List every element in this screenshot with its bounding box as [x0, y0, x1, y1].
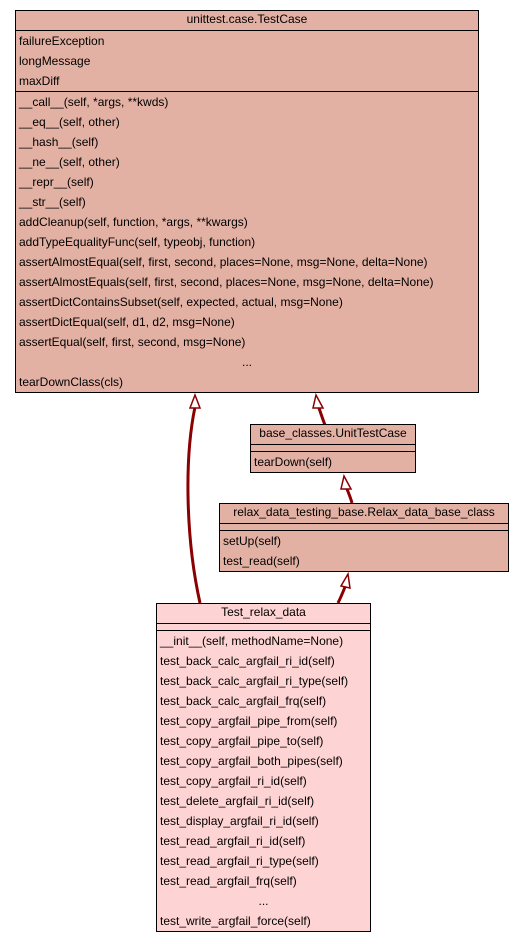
attribute: failureException	[19, 34, 105, 48]
class-title: Test_relax_data	[157, 604, 370, 624]
method: test_read_argfail_ri_type(self)	[160, 854, 319, 868]
edge-relaxbase-to-unittestcase	[345, 488, 354, 504]
method: __hash__(self)	[19, 135, 99, 149]
method: test_display_argfail_ri_id(self)	[160, 814, 319, 828]
class-title: base_classes.UnitTestCase	[251, 425, 415, 445]
method: test_back_calc_argfail_ri_id(self)	[160, 654, 335, 668]
attributes-section	[251, 445, 415, 452]
edge-arrowhead	[188, 392, 202, 409]
method: test_write_argfail_force(self)	[160, 914, 311, 928]
attributes-section	[220, 524, 508, 531]
method: test_back_calc_argfail_ri_type(self)	[160, 674, 349, 688]
method: assertDictEqual(self, d1, d2, msg=None)	[19, 315, 235, 329]
method: test_copy_argfail_both_pipes(self)	[160, 754, 343, 768]
method: assertAlmostEquals(self, first, second, …	[19, 275, 434, 289]
method: __ne__(self, other)	[19, 155, 120, 169]
class-title: unittest.case.TestCase	[16, 11, 478, 31]
methods-section: __init__(self, methodName=None) test_bac…	[157, 631, 370, 931]
method: test_read_argfail_ri_id(self)	[160, 834, 306, 848]
attributes-section: failureException longMessage maxDiff	[16, 31, 478, 92]
edge-arrowhead	[340, 473, 353, 490]
method: test_delete_argfail_ri_id(self)	[160, 794, 315, 808]
method: assertEqual(self, first, second, msg=Non…	[19, 335, 246, 349]
edge-testrelax-to-relaxbase	[336, 586, 347, 604]
method: test_copy_argfail_pipe_from(self)	[160, 714, 338, 728]
method: tearDownClass(cls)	[19, 375, 124, 389]
method: __repr__(self)	[19, 175, 94, 189]
method: __init__(self, methodName=None)	[160, 634, 344, 648]
method: test_back_calc_argfail_frq(self)	[160, 694, 327, 708]
method: tearDown(self)	[254, 455, 333, 469]
method: assertDictContainsSubset(self, expected,…	[19, 295, 343, 309]
class-testrelax: Test_relax_data __init__(self, methodNam…	[156, 603, 371, 932]
method: __eq__(self, other)	[19, 115, 120, 129]
method: test_copy_argfail_pipe_to(self)	[160, 734, 324, 748]
method-ellipsis: ...	[241, 355, 252, 369]
methods-section: __call__(self, *args, **kwds) __eq__(sel…	[16, 92, 478, 392]
method: addCleanup(self, function, *args, **kwar…	[19, 215, 248, 229]
edge-arrowhead	[312, 392, 325, 409]
method: __str__(self)	[19, 195, 86, 209]
method: setUp(self)	[223, 534, 282, 548]
edge-unittestcase-to-testcase	[317, 407, 327, 426]
method-ellipsis: ...	[258, 894, 269, 908]
method: test_read_argfail_frq(self)	[160, 874, 297, 888]
class-testcase: unittest.case.TestCase failureException …	[15, 10, 479, 393]
methods-section: tearDown(self)	[251, 452, 415, 472]
methods-section: setUp(self) test_read(self)	[220, 531, 508, 571]
class-relaxbase: relax_data_testing_base.Relax_data_base_…	[219, 503, 509, 572]
class-unittestcase: base_classes.UnitTestCase tearDown(self)	[250, 424, 416, 473]
class-title: relax_data_testing_base.Relax_data_base_…	[220, 504, 508, 524]
method: test_copy_argfail_ri_id(self)	[160, 774, 307, 788]
edge-arrowhead	[339, 571, 351, 589]
method: __call__(self, *args, **kwds)	[19, 95, 169, 109]
method: addTypeEqualityFunc(self, typeobj, funct…	[19, 235, 256, 249]
method: test_read(self)	[223, 554, 300, 568]
method: assertAlmostEqual(self, first, second, p…	[19, 255, 428, 269]
attribute: maxDiff	[19, 74, 60, 88]
attribute: longMessage	[19, 54, 91, 68]
attributes-section	[157, 624, 370, 631]
edge-testrelax-to-testcase	[186, 406, 202, 604]
